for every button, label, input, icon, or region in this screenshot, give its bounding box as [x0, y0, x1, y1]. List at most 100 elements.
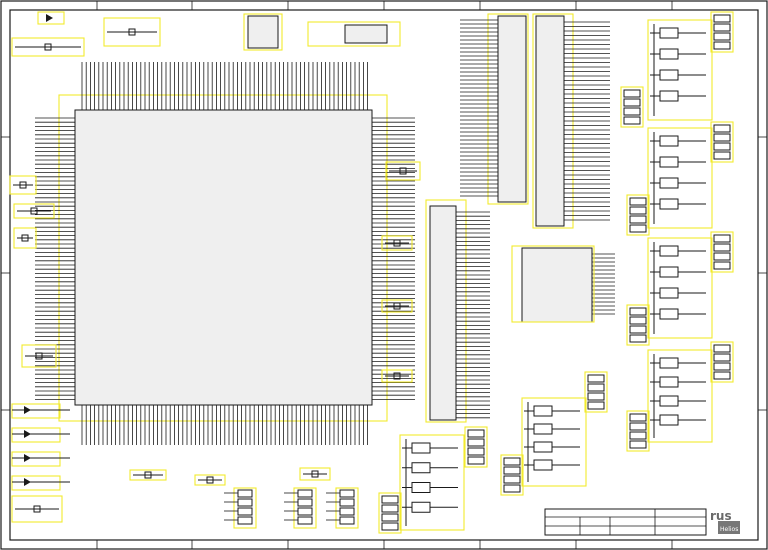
driver-6-gate — [411, 501, 431, 513]
header-3-highlight — [710, 231, 734, 273]
cap-group-1-highlight — [9, 175, 37, 195]
pack-7-highlight — [464, 426, 488, 468]
pack-4-pad — [629, 422, 647, 431]
driver-6-highlight — [399, 434, 465, 531]
pack-7 — [464, 426, 488, 468]
connector-c-highlight — [425, 199, 467, 423]
led-highlight — [11, 427, 61, 443]
res-bottom-2-body — [206, 476, 214, 484]
driver-5 — [521, 397, 587, 487]
pack-4-highlight — [626, 410, 650, 452]
cap-group-4-highlight — [21, 344, 57, 368]
mcu-body — [74, 109, 373, 406]
pack-6-pad — [503, 466, 521, 475]
pack-6-pad — [503, 484, 521, 493]
pack-1-highlight — [620, 86, 644, 128]
driver-5-gate — [533, 441, 553, 453]
led-highlight — [11, 475, 61, 491]
header-4-pad — [713, 344, 731, 353]
header-3-pad — [713, 252, 731, 261]
pack-6 — [500, 454, 524, 496]
led-highlight — [11, 451, 61, 467]
cap-right-2-body — [393, 239, 401, 247]
resistor-pack-highlight — [335, 487, 359, 529]
pack-8-pad — [381, 522, 399, 531]
pack-1-pad — [623, 107, 641, 116]
driver-4-gate — [659, 395, 679, 407]
resistor-pack-highlight — [233, 487, 257, 529]
resistor-pack-highlight — [293, 487, 317, 529]
driver-3-highlight — [647, 237, 713, 339]
top-ic-body — [247, 15, 279, 49]
header-1-highlight — [710, 11, 734, 53]
header-2-pad — [713, 142, 731, 151]
pack-1-pad — [623, 98, 641, 107]
cap-right-3-highlight — [381, 299, 413, 313]
cap-group-2-body — [30, 207, 38, 215]
resistor-pack-element — [297, 516, 313, 525]
cap-right-3-body — [393, 302, 401, 310]
title-block: rus Helios — [544, 507, 748, 537]
pack-2-pad — [629, 197, 647, 206]
pack-5-highlight — [584, 371, 608, 413]
resistor-pack-element — [339, 507, 355, 516]
pack-7-pad — [467, 429, 485, 438]
pack-3-pad — [629, 307, 647, 316]
driver-2-gate — [659, 156, 679, 168]
cap-right-1-highlight — [385, 161, 421, 181]
driver-3-gate — [659, 245, 679, 257]
cap-right-1-body — [399, 167, 407, 175]
pack-4-pad — [629, 431, 647, 440]
driver-4-gate — [659, 357, 679, 369]
driver-1-gate — [659, 27, 679, 39]
connector-c-body — [429, 205, 457, 421]
res-bottom-1-highlight — [129, 469, 167, 481]
mid-ic-highlight — [511, 245, 595, 323]
res-bottom-3-body — [311, 470, 319, 478]
driver-2-highlight — [647, 127, 713, 229]
mid-ic-body — [521, 247, 593, 323]
mcu-highlight — [58, 94, 388, 422]
header-4-pad — [713, 371, 731, 380]
res-bottom-3-highlight — [299, 467, 331, 481]
driver-1-gate — [659, 69, 679, 81]
logo-text: rus — [710, 509, 732, 523]
header-3-pad — [713, 243, 731, 252]
resistor-pack-element — [339, 516, 355, 525]
left-components — [9, 11, 421, 523]
driver-1 — [647, 19, 713, 121]
resistor-pack-element — [237, 516, 253, 525]
driver-4 — [647, 349, 713, 443]
pack-2 — [626, 194, 650, 236]
resistor-pack-element — [339, 489, 355, 498]
driver-1-gate — [659, 48, 679, 60]
cap-group-4-body — [35, 352, 43, 360]
pack-8 — [378, 492, 402, 534]
driver-5-gate — [533, 405, 553, 417]
driver-2 — [647, 127, 713, 229]
header-4-highlight — [710, 341, 734, 383]
pack-1-pad — [623, 89, 641, 98]
pack-1-pad — [623, 116, 641, 125]
pack-2-highlight — [626, 194, 650, 236]
pack-8-pad — [381, 504, 399, 513]
logo-sub: Helios — [720, 526, 738, 533]
connector-a-highlight — [487, 13, 529, 205]
pack-5-pad — [587, 374, 605, 383]
cap-group-3-highlight — [13, 227, 37, 249]
res-bottom-1-body — [144, 471, 152, 479]
title-block-frame — [544, 508, 707, 536]
driver-4-highlight — [647, 349, 713, 443]
header-3-pad — [713, 234, 731, 243]
cap-right-4-body — [393, 372, 401, 380]
resistor-pack-element — [237, 489, 253, 498]
pack-5-pad — [587, 392, 605, 401]
cap-group-1-body — [19, 181, 27, 189]
bottom-resistor-packs — [224, 487, 359, 529]
pack-8-highlight — [378, 492, 402, 534]
header-1-pad — [713, 14, 731, 23]
pack-2-pad — [629, 224, 647, 233]
pack-3-pad — [629, 316, 647, 325]
